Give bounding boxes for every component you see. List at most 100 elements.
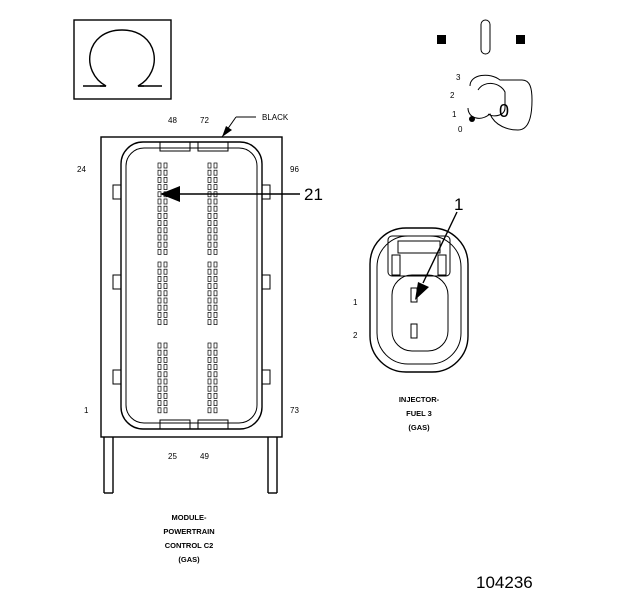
ecm-pin-cavity [207, 169, 212, 176]
ecm-pin-cavity [207, 407, 212, 414]
injector-caption-line: INJECTOR- [399, 395, 440, 404]
ignition-position-3: 3 [456, 73, 461, 82]
ecm-pin-cavity [213, 220, 218, 226]
ecm-pin-cavity [213, 407, 218, 414]
injector-connector [369, 227, 469, 373]
ecm-pin-cavity [213, 297, 218, 304]
ecm-pin-cavity [157, 349, 162, 356]
ecm-pin-cavity [207, 304, 212, 311]
ecm-pin-cavity [157, 220, 162, 226]
ecm-pin-cavity [207, 198, 212, 205]
ecm-pin-cavity [157, 234, 162, 241]
ecm-pin-cavity [207, 162, 212, 169]
ecm-pin-cavity [207, 249, 212, 255]
ecm-pin-cavity [213, 319, 218, 325]
ecm-pin-cavity [213, 342, 218, 349]
ecm-pin-cavity [163, 177, 168, 183]
ecm-pin-cavity [163, 249, 168, 255]
ecm-callout-number: 21 [304, 185, 323, 204]
ecm-pin-cavity [163, 364, 168, 370]
ecm-pin-cavity [163, 162, 168, 169]
ecm-pin-cavity [163, 184, 168, 190]
injector-pin-number: 1 [353, 298, 358, 307]
ecm-pin-cavity [213, 213, 218, 219]
ecm-pin-cavity [157, 169, 162, 176]
ecm-pin-cavity [163, 393, 168, 399]
ecm-connector-c2 [100, 136, 283, 494]
ecm-pin-cavity [157, 319, 162, 325]
ecm-pin-cavity [207, 342, 212, 349]
ecm-pin-cavity [213, 177, 218, 183]
ecm-pin-cavity [157, 342, 162, 349]
ecm-pin-cavity [213, 162, 218, 169]
ecm-pin-cavity [157, 249, 162, 255]
ecm-pin-cavity [213, 304, 218, 311]
ignition-position-0: 0 [458, 125, 463, 134]
ecm-pin-cavity [213, 357, 218, 363]
ecm-pin-cavity [163, 276, 168, 282]
injector-caption-line: (GAS) [408, 423, 430, 432]
injector-pin-number: 2 [353, 331, 358, 340]
ecm-pin-cavity [157, 191, 162, 198]
ecm-pin-cavity [207, 213, 212, 219]
ecm-pin-cavity [157, 227, 162, 234]
ecm-pin-cavity [207, 371, 212, 378]
ecm-pin-cavity [213, 268, 218, 275]
ecm-pin-number: 49 [200, 452, 209, 461]
ecm-pin-cavity [207, 241, 212, 248]
ecm-pin-cavity [207, 290, 212, 297]
ecm-pin-cavity [163, 342, 168, 349]
ecm-pin-cavity [207, 220, 212, 226]
ecm-pin-cavity [163, 234, 168, 241]
ecm-pin-cavity [163, 205, 168, 212]
ecm-pin-cavity [157, 261, 162, 268]
ecm-pin-cavity [163, 400, 168, 406]
ecm-pin-cavity [157, 364, 162, 370]
ecm-pin-cavity [163, 319, 168, 325]
ecm-pin-cavity [213, 249, 218, 255]
ecm-pin-cavity [157, 290, 162, 297]
ecm-pin-cavity [157, 371, 162, 378]
ecm-pin-cavity [213, 169, 218, 176]
ecm-caption-line: CONTROL C2 [165, 541, 214, 550]
ecm-pin-cavity [157, 184, 162, 190]
ecm-pin-cavity [213, 400, 218, 406]
ecm-pin-cavity [157, 241, 162, 248]
ecm-pin-cavity [207, 227, 212, 234]
ecm-pin-array [157, 162, 218, 414]
ecm-pin-cavity [207, 177, 212, 183]
ecm-pin-cavity [157, 205, 162, 212]
ecm-pin-cavity [207, 349, 212, 356]
ecm-pin-cavity [157, 393, 162, 399]
ecm-pin-cavity [213, 364, 218, 370]
ecm-pin-cavity [163, 407, 168, 414]
ecm-pin-cavity [163, 261, 168, 268]
ecm-pin-number: 25 [168, 452, 177, 461]
ecm-pin-cavity [213, 283, 218, 289]
ecm-pin-cavity [163, 290, 168, 297]
ecm-pin-cavity [157, 357, 162, 363]
ecm-pin-cavity [213, 393, 218, 399]
ecm-pin-number: 73 [290, 406, 299, 415]
ecm-pin-cavity [157, 177, 162, 183]
ecm-pin-cavity [207, 205, 212, 212]
ecm-pin-cavity [163, 312, 168, 318]
ecm-pin-cavity [157, 407, 162, 414]
ecm-pin-cavity [163, 169, 168, 176]
ecm-pin-cavity [213, 227, 218, 234]
ecm-pin-cavity [213, 261, 218, 268]
ecm-pin-cavity [213, 198, 218, 205]
ecm-pin-cavity [163, 227, 168, 234]
ecm-pin-cavity [207, 312, 212, 318]
ecm-pin-cavity [207, 378, 212, 385]
ecm-pin-cavity [157, 400, 162, 406]
ecm-pin-cavity [157, 276, 162, 282]
ecm-pin-number: 24 [77, 165, 86, 174]
ecm-pin-cavity [163, 220, 168, 226]
ecm-pin-cavity [163, 371, 168, 378]
ecm-pin-number: 72 [200, 116, 209, 125]
ecm-pin-cavity [163, 304, 168, 311]
ecm-pin-cavity [163, 357, 168, 363]
ecm-pin-cavity [207, 393, 212, 399]
